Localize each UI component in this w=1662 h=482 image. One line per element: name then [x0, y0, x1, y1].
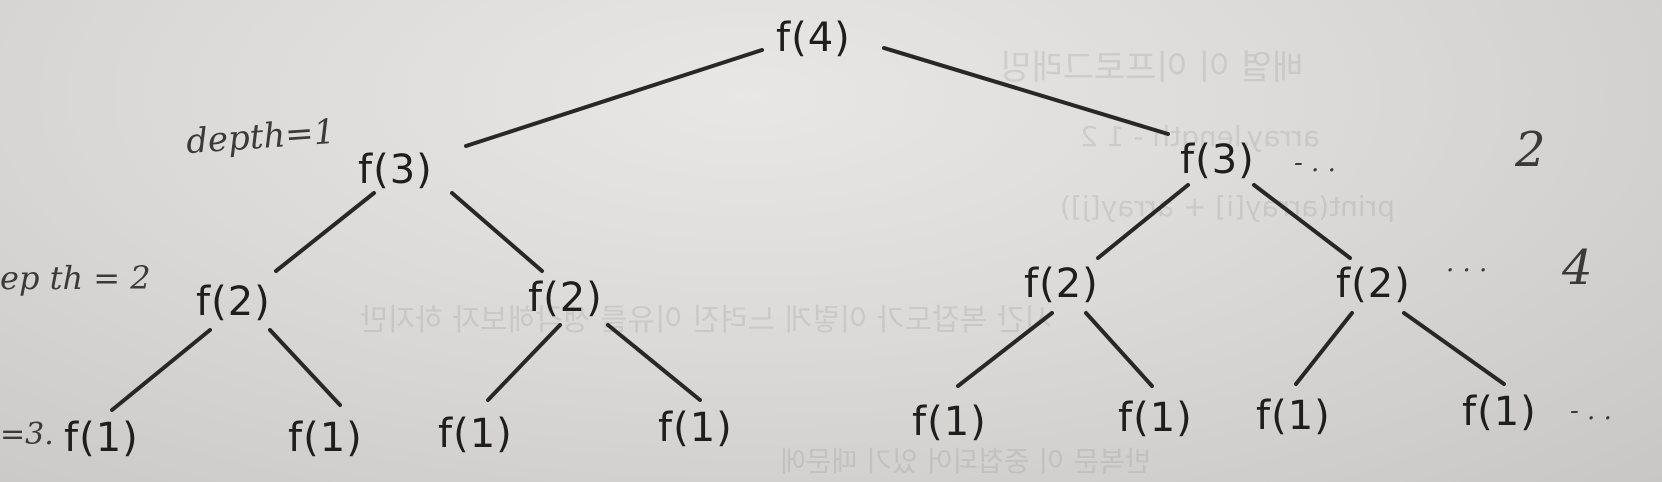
- edge-2b-1b: [606, 323, 702, 402]
- edge-2b-1a: [486, 323, 562, 402]
- trailing-dots: . . .: [1446, 248, 1488, 278]
- edge-l3-l2b: [450, 191, 544, 273]
- depth2-label: ep th = 2: [0, 259, 151, 297]
- edge-r3-r2a: [1096, 183, 1190, 260]
- node-level2: f(2): [196, 279, 271, 325]
- trailing-dots: - . .: [1294, 148, 1336, 178]
- edge-2a-1b: [268, 328, 342, 407]
- edge-2a-1a: [110, 328, 212, 412]
- edge-root-right: [882, 46, 1170, 136]
- node-level1: f(3): [358, 147, 433, 193]
- edge-2d-1a: [1294, 311, 1354, 386]
- node-level3: f(1): [438, 411, 513, 457]
- node-level3: f(1): [658, 405, 733, 451]
- edge-l3-l2a: [274, 191, 376, 273]
- count-2-label: 2: [1515, 122, 1546, 178]
- node-level2: f(2): [1024, 261, 1099, 307]
- count-4-label: 4: [1562, 240, 1593, 296]
- depth1-label: depth=1: [184, 111, 337, 163]
- node-level3: f(1): [1462, 389, 1537, 435]
- node-level3: f(1): [912, 399, 987, 445]
- edge-2d-1b: [1402, 311, 1506, 386]
- edge-r3-r2b: [1252, 183, 1352, 260]
- depth3-label: =3.: [0, 417, 54, 452]
- node-level2: f(2): [528, 275, 603, 321]
- node-level3: f(1): [64, 415, 139, 461]
- node-level3: f(1): [1256, 393, 1331, 439]
- edge-2c-1a: [956, 311, 1054, 388]
- edge-root-left: [464, 48, 764, 148]
- node-level1: f(3): [1180, 137, 1255, 183]
- node-root: f(4): [776, 15, 851, 61]
- node-level3: f(1): [288, 415, 363, 461]
- edge-2c-1b: [1084, 311, 1154, 388]
- node-level3: f(1): [1118, 395, 1193, 441]
- node-level2: f(2): [1336, 261, 1411, 307]
- trailing-dots: - . .: [1570, 396, 1612, 426]
